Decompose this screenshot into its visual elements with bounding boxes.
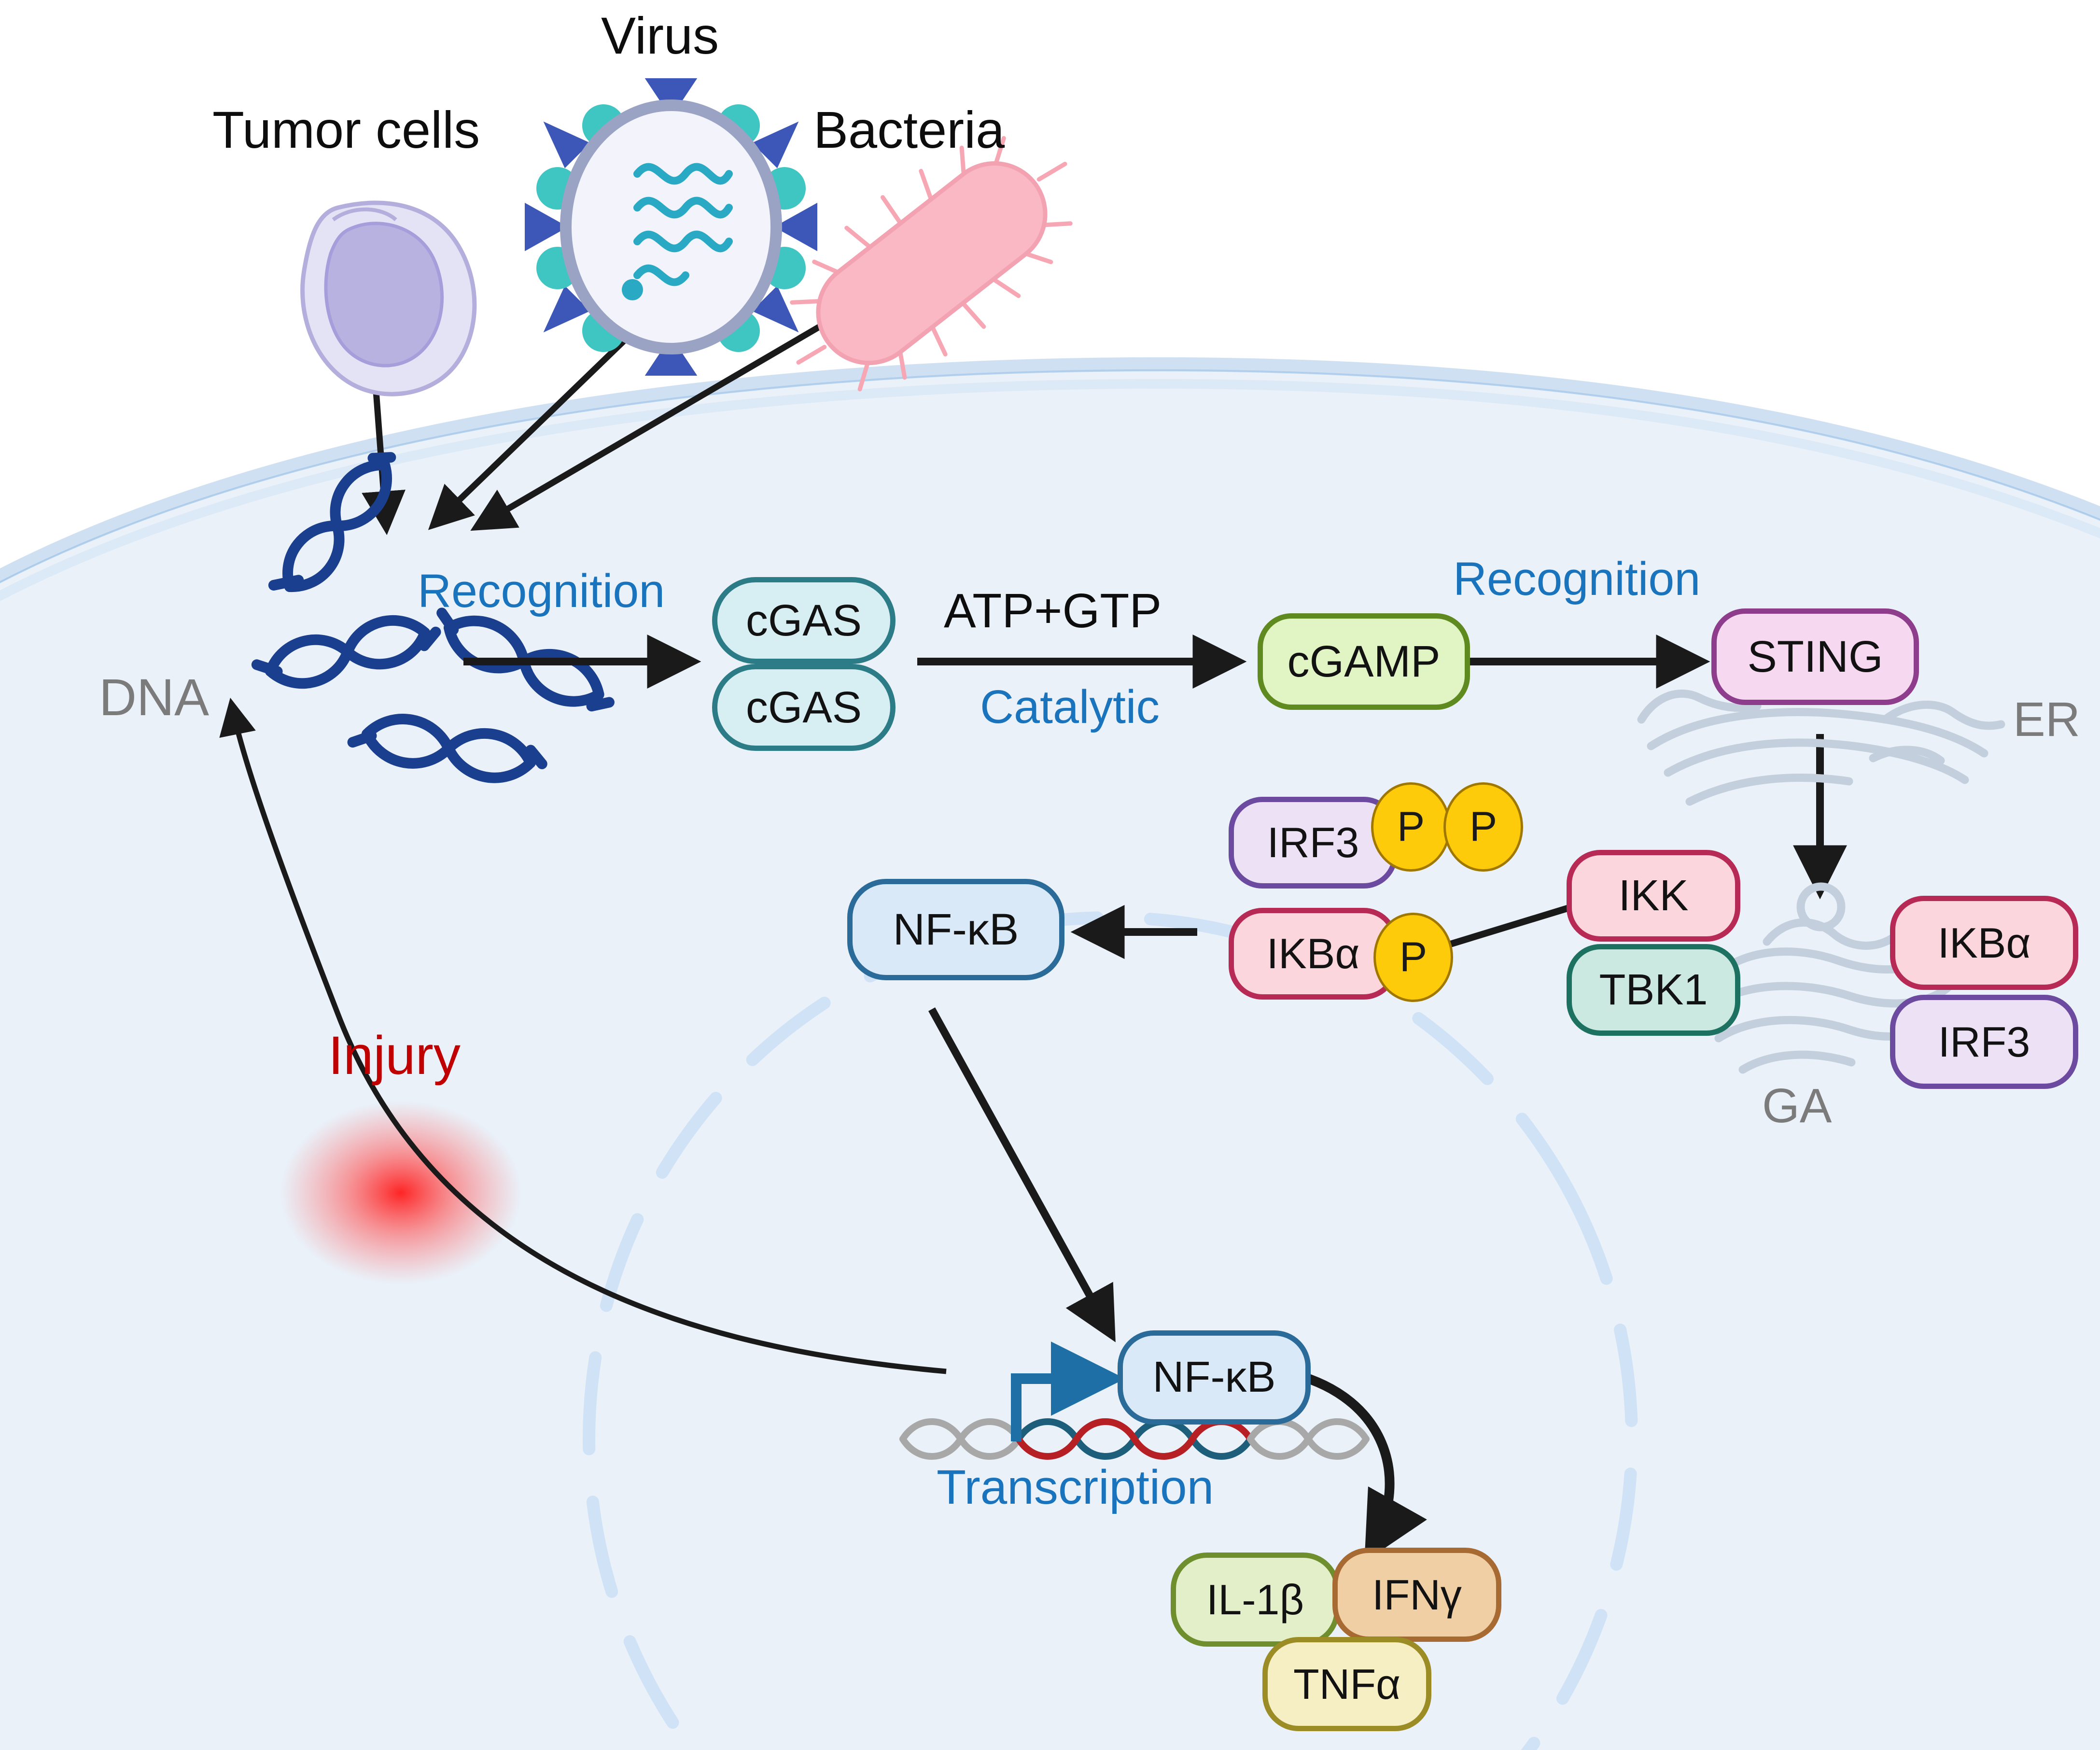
node-ifng-label: IFNγ: [1372, 1570, 1462, 1619]
node-ikba-golgi-label: IKBα: [1937, 918, 2031, 967]
node-cgas-top-label: cGAS: [745, 595, 862, 645]
phosphate-3-label: P: [1399, 934, 1428, 980]
node-il1b-label: IL-1β: [1206, 1575, 1304, 1623]
arrow-nfkb-to-cytokines: [1281, 1367, 1427, 1562]
node-ikk[interactable]: IKK: [1567, 850, 1740, 942]
bacteria-label: Bacteria: [813, 100, 1005, 159]
node-tnfa[interactable]: TNFα: [1262, 1637, 1431, 1731]
cell-membrane-hairline: [0, 369, 2100, 583]
arrow-virus-to-dna: [428, 316, 649, 530]
phosphate-bubble-1[interactable]: P: [1371, 782, 1451, 872]
virus-icon: [525, 78, 817, 376]
tumor-cells-label: Tumor cells: [212, 100, 480, 159]
virus-label: Virus: [601, 6, 719, 65]
ga-label: GA: [1762, 1079, 1832, 1133]
node-irf3-cytoplasm[interactable]: IRF3: [1229, 797, 1398, 889]
node-ifng[interactable]: IFNγ: [1332, 1548, 1501, 1642]
cell-membrane-inner: [0, 379, 2100, 601]
cell-membrane-outer: [0, 357, 2100, 583]
node-cgas-bottom[interactable]: cGAS: [712, 664, 896, 751]
tumor-cell-icon: [300, 200, 477, 396]
node-sting-label: STING: [1747, 632, 1883, 681]
node-tnfa-label: TNFα: [1293, 1660, 1400, 1708]
transcription-label: Transcription: [937, 1460, 1214, 1514]
node-cgamp-label: cGAMP: [1287, 636, 1441, 686]
endoplasmic-reticulum: [1637, 689, 2005, 806]
phosphate-1-label: P: [1397, 804, 1425, 850]
substrates-label: ATP+GTP: [944, 584, 1162, 638]
nuclear-envelope: [583, 911, 1638, 1750]
recognition-label-1: Recognition: [418, 565, 665, 617]
node-nfkb-cytoplasm[interactable]: NF-κB: [847, 879, 1064, 980]
node-ikba-golgi[interactable]: IKBα: [1890, 896, 2078, 990]
er-label: ER: [2013, 692, 2080, 747]
arrow-bacteria-to-dna: [470, 306, 852, 531]
catalytic-label: Catalytic: [980, 680, 1160, 733]
node-ikba-cytoplasm[interactable]: IKBα: [1229, 908, 1398, 1000]
injury-label: Injury: [328, 1025, 461, 1086]
node-sting[interactable]: STING: [1711, 608, 1919, 705]
phosphate-bubble-2[interactable]: P: [1443, 782, 1523, 872]
node-nfkb-nucleus-label: NF-κB: [1152, 1353, 1276, 1401]
phosphate-bubble-3[interactable]: P: [1373, 913, 1453, 1002]
bacteria-icon: [790, 136, 1073, 392]
node-tbk1-label: TBK1: [1599, 965, 1708, 1014]
node-nfkb-nucleus[interactable]: NF-κB: [1118, 1330, 1311, 1425]
cytosolic-dna-fragments: [251, 452, 615, 783]
node-irf3-golgi-label: IRF3: [1938, 1017, 2030, 1066]
node-nfkb-cytoplasm-label: NF-κB: [893, 904, 1019, 954]
node-il1b[interactable]: IL-1β: [1171, 1552, 1340, 1647]
node-ikba-cytoplasm-label: IKBα: [1266, 930, 1360, 977]
node-cgamp[interactable]: cGAMP: [1258, 613, 1470, 710]
recognition-label-2: Recognition: [1453, 552, 1701, 605]
arrow-nfkb-to-nucleus: [928, 1007, 1116, 1342]
injury-glow: [280, 1101, 521, 1284]
node-irf3-golgi[interactable]: IRF3: [1890, 995, 2078, 1089]
node-cgas-top[interactable]: cGAS: [712, 577, 896, 664]
node-irf3-cytoplasm-label: IRF3: [1267, 819, 1359, 866]
transcription-start-arrow: [1011, 1341, 1125, 1441]
arrow-injury-to-dna: [219, 697, 947, 1374]
phosphate-2-label: P: [1469, 804, 1498, 850]
dna-label: DNA: [99, 668, 210, 726]
node-cgas-bottom-label: cGAS: [745, 682, 862, 732]
node-tbk1[interactable]: TBK1: [1567, 944, 1740, 1036]
node-ikk-label: IKK: [1618, 871, 1689, 920]
cell-body: [0, 359, 2100, 1750]
